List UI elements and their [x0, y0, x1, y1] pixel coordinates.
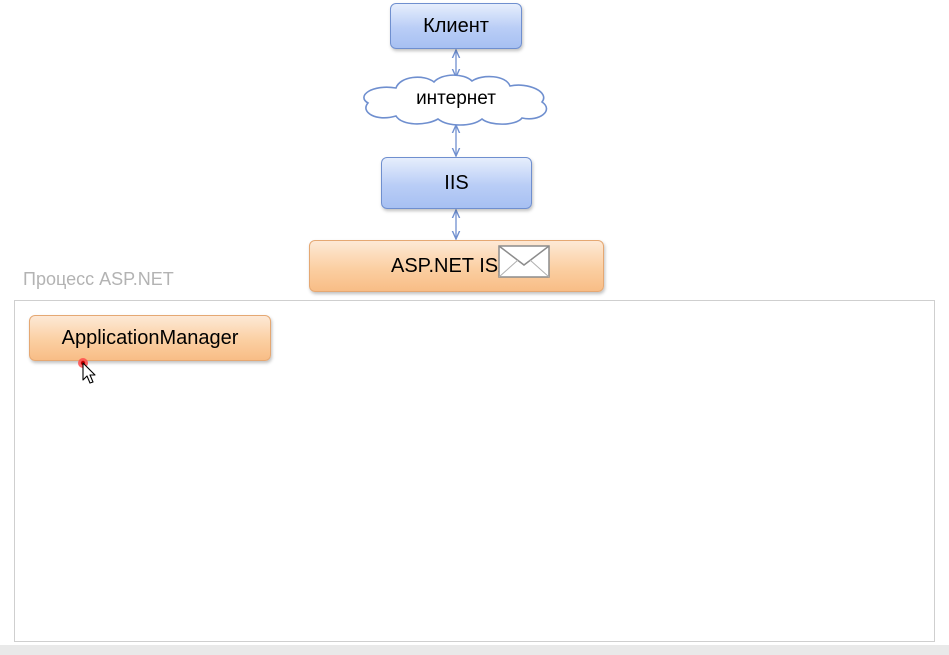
isapi-node: ASP.NET ISAPI [309, 240, 604, 292]
iis-node: IIS [381, 157, 532, 209]
client-label: Клиент [423, 14, 489, 37]
application-manager-label: ApplicationManager [61, 326, 239, 349]
process-area [14, 300, 935, 642]
cloud-icon [363, 74, 548, 126]
envelope-icon [498, 245, 550, 278]
internet-label: интернет [416, 88, 496, 109]
process-title: Процесс ASP.NET [23, 269, 174, 289]
isapi-label: ASP.NET ISAPI [391, 254, 531, 277]
connectors [0, 0, 949, 300]
internet-cloud: интернет [358, 72, 554, 126]
mouse-cursor-icon [78, 358, 96, 384]
iis-label: IIS [444, 171, 469, 194]
client-node: Клиент [390, 3, 522, 49]
application-manager-node: ApplicationManager [29, 315, 271, 361]
bottom-edge [0, 645, 949, 655]
